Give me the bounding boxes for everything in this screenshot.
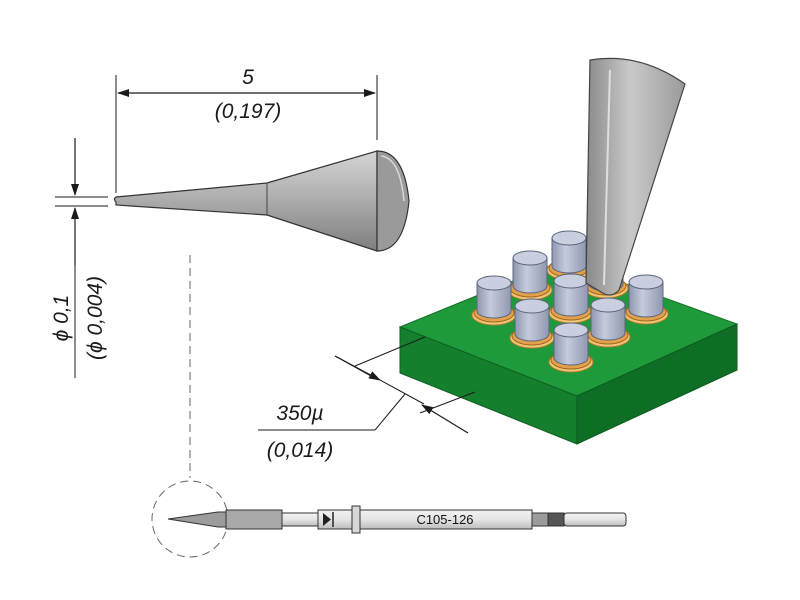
tip-diameter-dimension: ϕ 0,1 (ϕ 0,004) [50, 138, 108, 378]
pitch-dimension: 350µ (0,014) [258, 336, 476, 462]
length-in-label: (0,197) [215, 100, 282, 123]
tip-base-ring [376, 150, 410, 252]
cartridge-collar [351, 505, 361, 534]
component-7 [509, 298, 555, 349]
component-2 [507, 250, 553, 301]
tip-diameter-mm-label: ϕ 0,1 [50, 295, 73, 342]
component-1 [546, 230, 592, 281]
pitch-arrow-b [421, 404, 469, 434]
pitch-um-label: 350µ [276, 402, 323, 425]
tip-cone [113, 150, 378, 252]
cartridge-tip [167, 511, 227, 528]
component-9 [548, 322, 594, 373]
tip-side-view [113, 150, 410, 252]
pitch-in-label: (0,014) [267, 439, 334, 462]
component-8 [585, 297, 631, 348]
pcb-illustration [398, 57, 739, 445]
length-mm-label: 5 [242, 66, 254, 89]
component-4 [471, 275, 517, 326]
heater-symbol [323, 513, 331, 526]
cartridge: C105-126 [151, 480, 627, 558]
length-dimension: 5 (0,197) [115, 66, 378, 193]
tip-diameter-in-label: (ϕ 0,004) [84, 276, 107, 360]
pitch-arrow-a [334, 355, 381, 381]
pcb-right-face [576, 323, 738, 445]
component-5 [548, 273, 594, 324]
cartridge-sleeve [225, 509, 283, 530]
cartridge-neck [281, 512, 319, 527]
cartridge-end [563, 512, 627, 527]
part-number-label: C105-126 [416, 512, 473, 527]
cartridge-band-light [531, 512, 549, 527]
component-6 [623, 274, 669, 325]
probe-tip [585, 57, 686, 296]
cartridge-band-dark [547, 512, 565, 527]
